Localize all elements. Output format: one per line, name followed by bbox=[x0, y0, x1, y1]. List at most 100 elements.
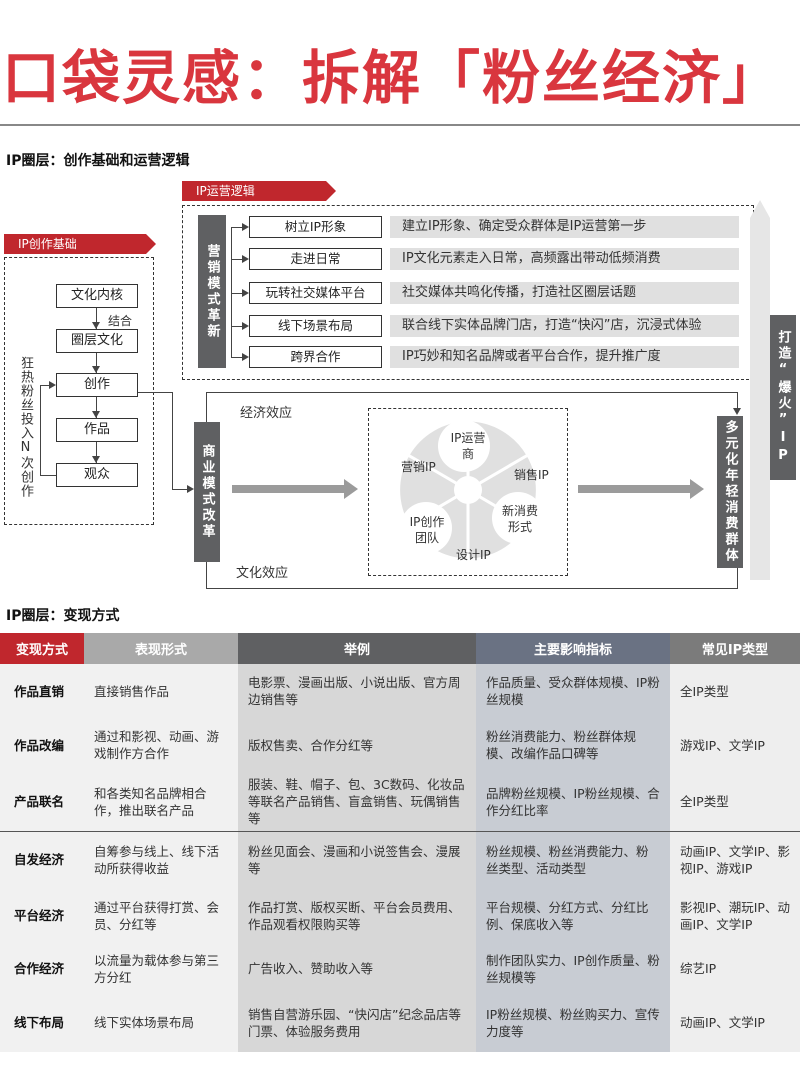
operation-item-desc: 社交媒体共鸣化传播，打造社区圈层话题 bbox=[390, 282, 739, 304]
table-cell: IP粉丝规模、粉丝购买力、宣传力度等 bbox=[476, 993, 670, 1052]
table-row: 合作经济以流量为载体参与第三方分红广告收入、赞助收入等制作团队实力、IP创作质量… bbox=[0, 943, 800, 994]
table-cell: 通过和影视、动画、游戏制作方合作 bbox=[84, 718, 238, 772]
operation-branch bbox=[231, 293, 245, 294]
table-row: 平台经济通过平台获得打赏、会员、分红等作品打赏、版权买断、平台会员费用、作品观看… bbox=[0, 887, 800, 944]
flow-arrow-left bbox=[232, 479, 358, 499]
table-cell: 通过平台获得打赏、会员、分红等 bbox=[84, 887, 238, 944]
arrow-loop-top bbox=[733, 408, 741, 415]
table-cell: 销售自营游乐园、“快闪店”纪念品店等门票、体验服务费用 bbox=[238, 993, 476, 1052]
edge-label-combine: 结合 bbox=[108, 314, 133, 328]
feedback-loop-top bbox=[40, 385, 52, 386]
section-title-monetization: IP圈层：变现方式 bbox=[6, 608, 120, 624]
table-cell: 线下实体场景布局 bbox=[84, 993, 238, 1052]
edge-work-audience bbox=[96, 442, 97, 463]
table-cell: 电影票、漫画出版、小说出版、官方周边销售等 bbox=[238, 664, 476, 718]
operation-branch-arrow bbox=[242, 255, 249, 263]
arrow-core-circle bbox=[92, 322, 100, 329]
table-cell: 产品联名 bbox=[0, 772, 84, 832]
feedback-loop-bottom bbox=[40, 475, 56, 476]
operation-branch bbox=[231, 227, 245, 228]
feedback-loop-vertical bbox=[40, 385, 41, 476]
arrow-circle-create bbox=[92, 366, 100, 373]
table-cell: 广告收入、赞助收入等 bbox=[238, 943, 476, 994]
table-row: 作品直销直接销售作品电影票、漫画出版、小说出版、官方周边销售等作品质量、受众群体… bbox=[0, 664, 800, 718]
table-cell: 以流量为载体参与第三方分红 bbox=[84, 943, 238, 994]
creation-side-label: 狂热粉丝投入N次创作 bbox=[18, 356, 33, 498]
section-title-operation: IP圈层：创作基础和运营逻辑 bbox=[6, 153, 190, 169]
operation-item-label: 玩转社交媒体平台 bbox=[249, 282, 382, 304]
table-cell: 服装、鞋、帽子、包、3C数码、化妆品等联名产品销售、盲盒销售、玩偶销售等 bbox=[238, 772, 476, 832]
node-cultural-core: 文化内核 bbox=[56, 284, 138, 308]
feedback-loop-arrow bbox=[49, 381, 56, 389]
business-model-box: 商业模式改革 bbox=[194, 422, 220, 562]
table-cell: 综艺IP bbox=[670, 943, 800, 994]
node-audience: 观众 bbox=[56, 463, 138, 487]
arrow-create-work bbox=[92, 411, 100, 418]
table-cell: 粉丝见面会、漫画和小说签售会、漫展等 bbox=[238, 831, 476, 888]
loop-right-top bbox=[737, 392, 738, 412]
operation-item-desc: IP文化元素走入日常，高频露出带动低频消费 bbox=[390, 248, 739, 270]
ribbon-operation: IP运营逻辑 bbox=[182, 181, 336, 201]
ribbon-creation: IP创作基础 bbox=[4, 234, 156, 254]
cycle-ip-team: IP创作团队 bbox=[409, 515, 445, 545]
label-cultural-effect: 文化效应 bbox=[236, 566, 289, 581]
node-circle-culture: 圈层文化 bbox=[56, 329, 138, 353]
monetization-table: 变现方式 表现形式 举例 主要影响指标 常见IP类型 作品直销直接销售作品电影票… bbox=[0, 633, 800, 1052]
operation-item-label: 跨界合作 bbox=[249, 346, 382, 368]
loop-left-top bbox=[206, 392, 207, 422]
operation-branch-arrow bbox=[242, 223, 249, 231]
table-cell: 平台经济 bbox=[0, 887, 84, 944]
operation-item-desc: 建立IP形象、确定受众群体是IP运营第一步 bbox=[390, 216, 739, 238]
operation-branch bbox=[231, 326, 245, 327]
arrow-work-audience bbox=[92, 456, 100, 463]
edge-create-business-h bbox=[138, 392, 173, 393]
table-cell: 动画IP、文学IP、影视IP、游戏IP bbox=[670, 831, 800, 888]
table-cell: 游戏IP、文学IP bbox=[670, 718, 800, 772]
table-cell: 直接销售作品 bbox=[84, 664, 238, 718]
hot-ip-arrow bbox=[750, 200, 770, 580]
operation-item-desc: 联合线下实体品牌门店，打造“快闪”店，沉浸式体验 bbox=[390, 315, 739, 337]
table-cell: 合作经济 bbox=[0, 943, 84, 994]
cycle-ip-operator: IP运营商 bbox=[450, 431, 486, 461]
page-title: 口袋灵感：拆解「粉丝经济」 bbox=[2, 44, 783, 112]
col-header-example: 举例 bbox=[238, 633, 476, 664]
operation-branch-arrow bbox=[242, 353, 249, 361]
node-work: 作品 bbox=[56, 418, 138, 442]
loop-right-bottom bbox=[737, 568, 738, 589]
operation-item-label: 树立IP形象 bbox=[249, 216, 382, 238]
cycle-container bbox=[368, 408, 568, 576]
operation-item-label: 线下场景布局 bbox=[249, 315, 382, 337]
table-cell: 线下布局 bbox=[0, 993, 84, 1052]
table-cell: 粉丝规模、粉丝消费能力、粉丝类型、活动类型 bbox=[476, 831, 670, 888]
label-economic-effect: 经济效应 bbox=[240, 406, 293, 421]
table-cell: 影视IP、潮玩IP、动画IP、文学IP bbox=[670, 887, 800, 944]
operation-branch bbox=[231, 259, 245, 260]
table-row: 自发经济自筹参与线上、线下活动所获得收益粉丝见面会、漫画和小说签售会、漫展等粉丝… bbox=[0, 831, 800, 888]
hot-ip-box: 打造“爆火”IP bbox=[770, 315, 796, 480]
table-cell: 作品打赏、版权买断、平台会员费用、作品观看权限购买等 bbox=[238, 887, 476, 944]
table-cell: 平台规模、分红方式、分红比例、保底收入等 bbox=[476, 887, 670, 944]
table-cell: 品牌粉丝规模、IP粉丝规模、合作分红比率 bbox=[476, 772, 670, 832]
table-row: 作品改编通过和影视、动画、游戏制作方合作版权售卖、合作分红等粉丝消费能力、粉丝群… bbox=[0, 718, 800, 772]
col-header-form: 表现形式 bbox=[84, 633, 238, 664]
table-cell: 版权售卖、合作分红等 bbox=[238, 718, 476, 772]
node-create: 创作 bbox=[56, 373, 138, 397]
young-consumers-box: 多元化年轻消费群体 bbox=[717, 416, 743, 568]
title-divider bbox=[0, 124, 800, 126]
cycle-new-consumption: 新消费形式 bbox=[501, 504, 538, 534]
arrow-create-business bbox=[187, 485, 194, 493]
operation-side-label: 营销模式革新 bbox=[198, 215, 226, 368]
table-cell: 全IP类型 bbox=[670, 772, 800, 832]
table-cell: 自发经济 bbox=[0, 831, 84, 888]
table-cell: 作品直销 bbox=[0, 664, 84, 718]
col-header-method: 变现方式 bbox=[0, 633, 84, 664]
creation-container bbox=[4, 257, 154, 525]
cycle-design-ip: 设计IP bbox=[456, 548, 491, 562]
operation-branch bbox=[231, 357, 245, 358]
cycle-sell-ip: 销售IP bbox=[514, 468, 549, 482]
table-cell: 作品改编 bbox=[0, 718, 84, 772]
table-cell: 和各类知名品牌相合作，推出联名产品 bbox=[84, 772, 238, 832]
operation-item-desc: IP巧妙和知名品牌或者平台合作，提升推广度 bbox=[390, 346, 739, 368]
edge-circle-create bbox=[96, 353, 97, 373]
